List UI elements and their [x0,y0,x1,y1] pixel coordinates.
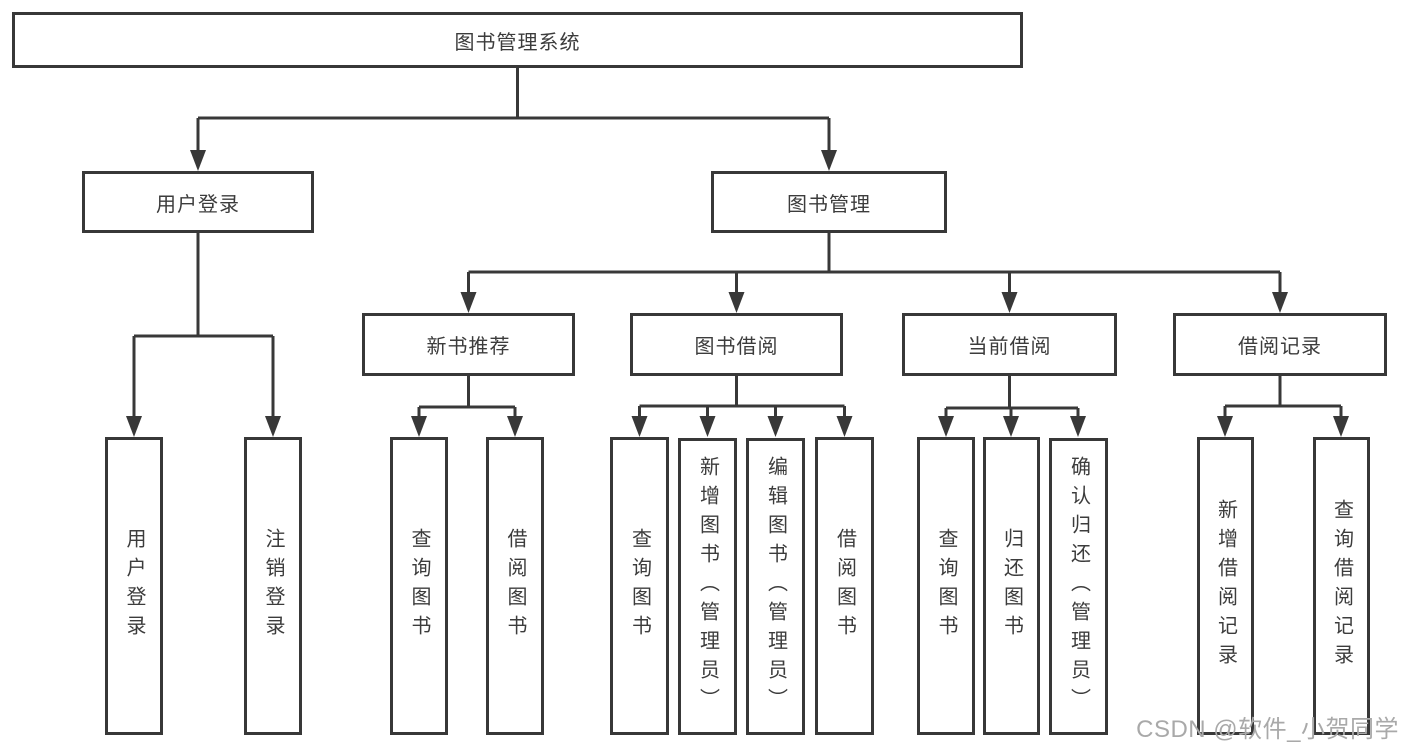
node-book-management: 图书管理 [711,171,947,233]
node-bb-edit-books: 编辑图书（管理员） [746,438,805,735]
node-cb-return-books: 归还图书 [983,437,1040,735]
node-current-borrow: 当前借阅 [902,313,1117,376]
node-bb-borrow-books: 借阅图书 [815,437,874,735]
node-logout-action: 注销登录 [244,437,302,735]
node-new-book-recommend: 新书推荐 [362,313,575,376]
node-nbr-borrow-books: 借阅图书 [486,437,544,735]
watermark: CSDN @软件_小贺同学 [1136,716,1399,743]
node-br-query-record: 查询借阅记录 [1313,437,1370,735]
node-bb-query-books: 查询图书 [610,437,669,735]
node-br-add-record: 新增借阅记录 [1197,437,1254,735]
node-cb-confirm-return: 确认归还（管理员） [1049,438,1108,735]
node-user-login-action: 用户登录 [105,437,163,735]
node-cb-query-books: 查询图书 [917,437,975,735]
node-root: 图书管理系统 [12,12,1023,68]
node-borrow-records: 借阅记录 [1173,313,1387,376]
node-user-login: 用户登录 [82,171,314,233]
node-nbr-query-books: 查询图书 [390,437,448,735]
node-book-borrow: 图书借阅 [630,313,843,376]
node-bb-add-books: 新增图书（管理员） [678,438,737,735]
